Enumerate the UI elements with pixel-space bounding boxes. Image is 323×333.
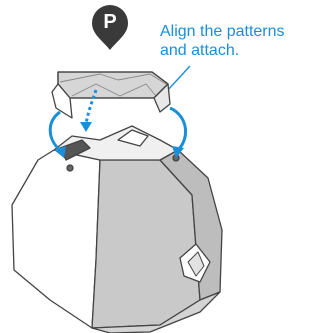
step-marker-letter: P: [96, 8, 124, 36]
instruction-line: Align the patterns: [160, 22, 322, 41]
cap-top-face: [58, 72, 168, 98]
ball-left-face: [12, 150, 100, 328]
left-arrow: [50, 112, 60, 150]
paper-ball-model: [12, 126, 222, 333]
right-arrow: [170, 108, 186, 150]
instruction-line: and attach.: [160, 41, 322, 60]
callout-leader-line: [166, 66, 190, 92]
cap-piece: [52, 72, 170, 118]
alignment-dot-left: [67, 165, 73, 171]
instruction-callout: Align the patterns and attach.: [160, 22, 322, 60]
